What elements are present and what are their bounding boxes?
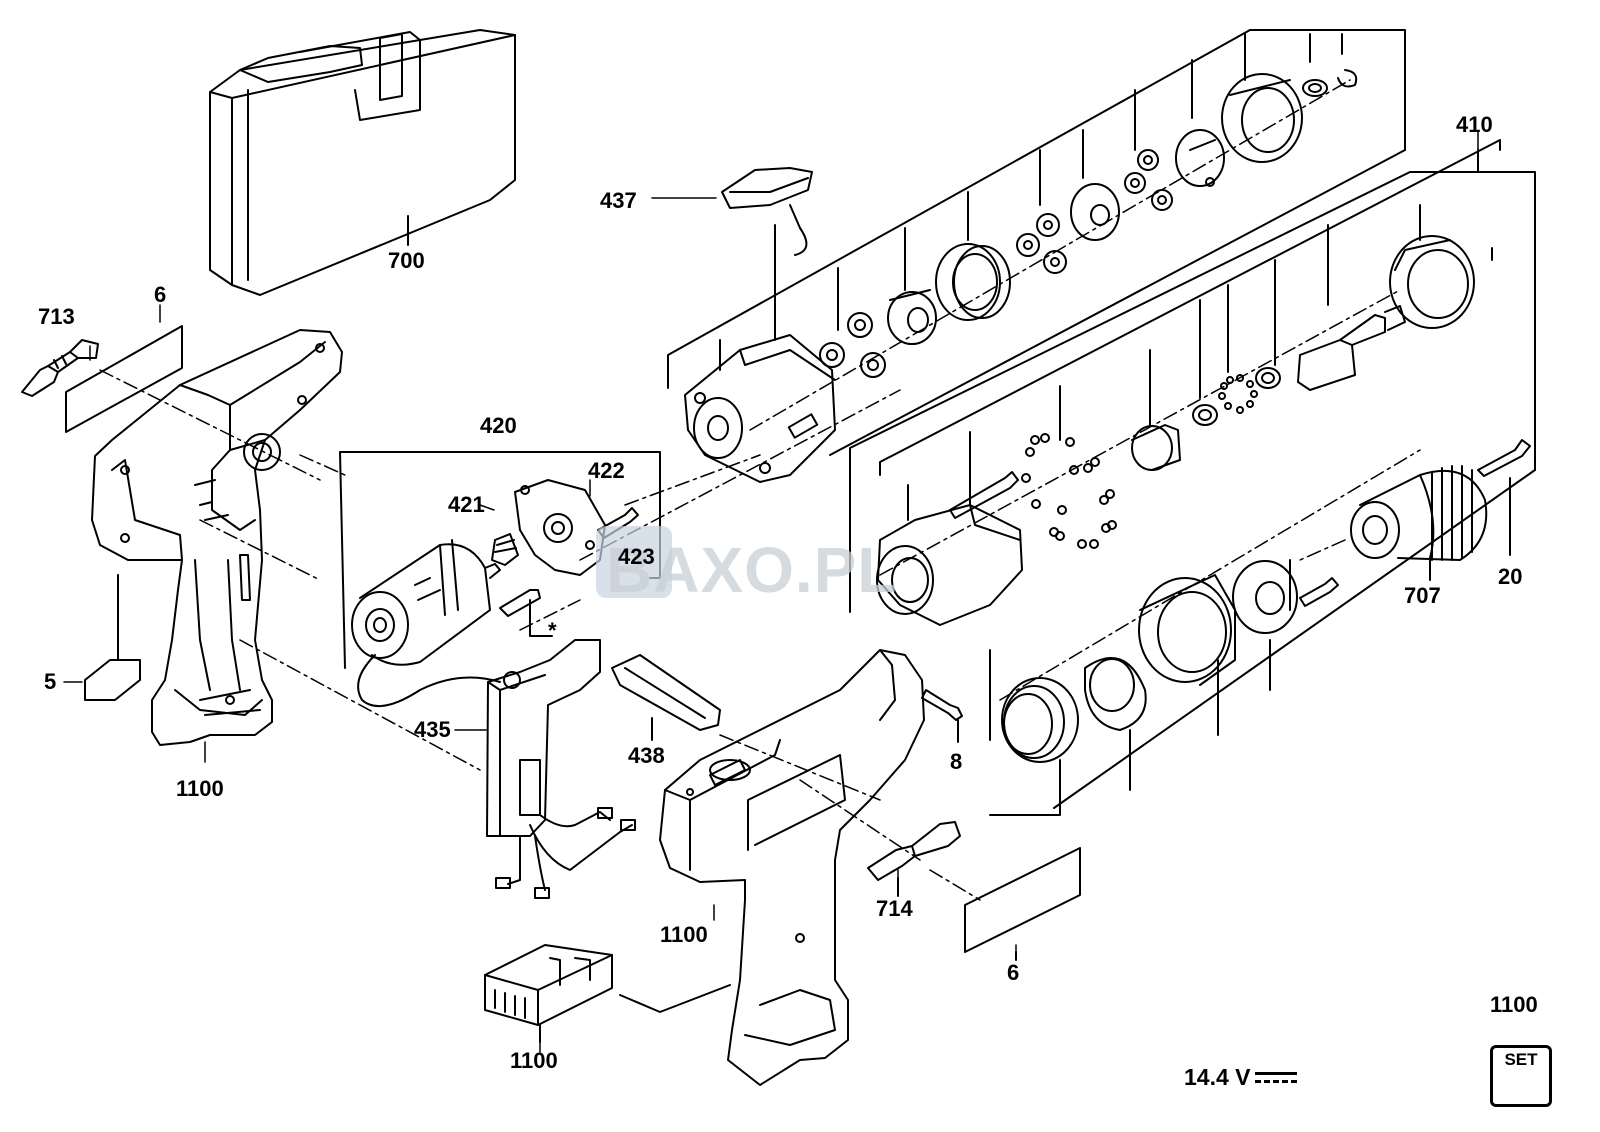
label-chuck: 707 — [1404, 583, 1441, 608]
label-motor-screw: 423 — [618, 544, 655, 569]
label-chuck-screw: 20 — [1498, 564, 1523, 589]
label-motor-assembly: 420 — [480, 413, 517, 438]
carrier-2-drawing — [1070, 183, 1120, 241]
sticker-6-left-drawing — [65, 325, 183, 433]
label-sticker-left: 6 — [154, 282, 167, 307]
spindle-drawing — [1297, 305, 1406, 391]
left-housing-drawing — [91, 329, 343, 746]
voltage-text: 14.4 V — [1184, 1064, 1251, 1090]
dc-symbol-icon — [1254, 1072, 1297, 1085]
washer-drawing — [1302, 69, 1358, 97]
label-direction-selector: 437 — [600, 188, 637, 213]
long-screw-drawing — [949, 471, 1019, 519]
label-nameplate: 5 — [44, 669, 57, 694]
direction-selector-437-drawing — [721, 167, 813, 341]
clutch-ring-drawing — [1221, 73, 1303, 163]
screw-8-drawing — [921, 689, 963, 743]
balls-ring-drawing — [1218, 374, 1258, 414]
bit-714-drawing — [867, 821, 961, 897]
watermark: BAXO.PL — [606, 534, 898, 606]
ring-gear-drawing — [935, 243, 1011, 321]
label-battery-contacts: 1100 — [510, 1048, 558, 1073]
lower-leader-ticks-drawing — [907, 204, 1493, 791]
motor-plate-422-drawing — [514, 479, 606, 576]
carrier-1-drawing — [887, 289, 937, 345]
spring-drawing — [1001, 677, 1079, 763]
battery-contact-block-drawing — [484, 944, 731, 1043]
gear-leader-ticks-drawing — [719, 33, 1343, 371]
sun-carrier-drawing — [1175, 129, 1225, 187]
set-badge: SET — [1490, 1045, 1552, 1107]
ball-bearings-scatter-drawing — [1021, 433, 1117, 549]
label-set-number: 1100 — [1490, 992, 1538, 1017]
gearbox-frame-drawing — [667, 29, 1536, 816]
label-housing-left: 1100 — [176, 776, 224, 801]
collar-screw-drawing — [1299, 577, 1339, 607]
slider-438-drawing — [611, 654, 721, 741]
label-motor-plate: 422 — [588, 458, 625, 483]
label-housing-right: 1100 — [660, 922, 708, 947]
sticker-6-right-drawing — [964, 847, 1081, 961]
label-switch: 435 — [414, 717, 451, 742]
label-bit-right: 714 — [876, 896, 913, 921]
gearbox-housing-drawing — [684, 334, 836, 483]
voltage-rating: 14.4 V — [1184, 1064, 1297, 1091]
label-housing-screw: 8 — [950, 749, 963, 774]
label-leader-lines — [63, 131, 1479, 1053]
clutch-plate-drawing — [1084, 657, 1147, 731]
pinion-421-drawing — [491, 533, 519, 566]
small-washers-drawing — [1192, 367, 1281, 426]
nameplate-5-drawing — [84, 574, 141, 701]
label-pinion: 421 — [448, 492, 485, 517]
set-badge-text: SET — [1504, 1050, 1538, 1069]
label-bit-left: 713 — [38, 304, 75, 329]
switch-435-drawing — [486, 599, 636, 899]
planet-gear-set-3-drawing — [1124, 149, 1173, 211]
watermark-logo-icon — [596, 526, 672, 598]
planet-gear-set-1-drawing — [819, 312, 886, 378]
screw-20-drawing — [1477, 439, 1531, 556]
front-housing-drawing — [876, 504, 1023, 626]
label-case: 700 — [388, 248, 425, 273]
label-switch-slider: 438 — [628, 743, 665, 768]
label-star-note: * — [548, 618, 557, 643]
bit-713-drawing — [21, 339, 99, 397]
label-gearbox-assembly: 410 — [1456, 112, 1493, 137]
motor-drawing — [351, 539, 501, 707]
torque-collar-drawing — [1138, 574, 1236, 686]
chuck-707-drawing — [1350, 465, 1488, 581]
right-housing-drawing — [659, 649, 925, 1086]
spindle-cap-drawing — [1389, 235, 1475, 329]
carry-case-drawing — [209, 29, 516, 296]
label-sticker-right: 6 — [1007, 960, 1020, 985]
assembly-axis-lines — [99, 79, 1421, 901]
bearing-drawing — [1131, 424, 1181, 471]
collar-washer-drawing — [1232, 560, 1298, 634]
planet-gear-set-2-drawing — [1016, 213, 1067, 274]
